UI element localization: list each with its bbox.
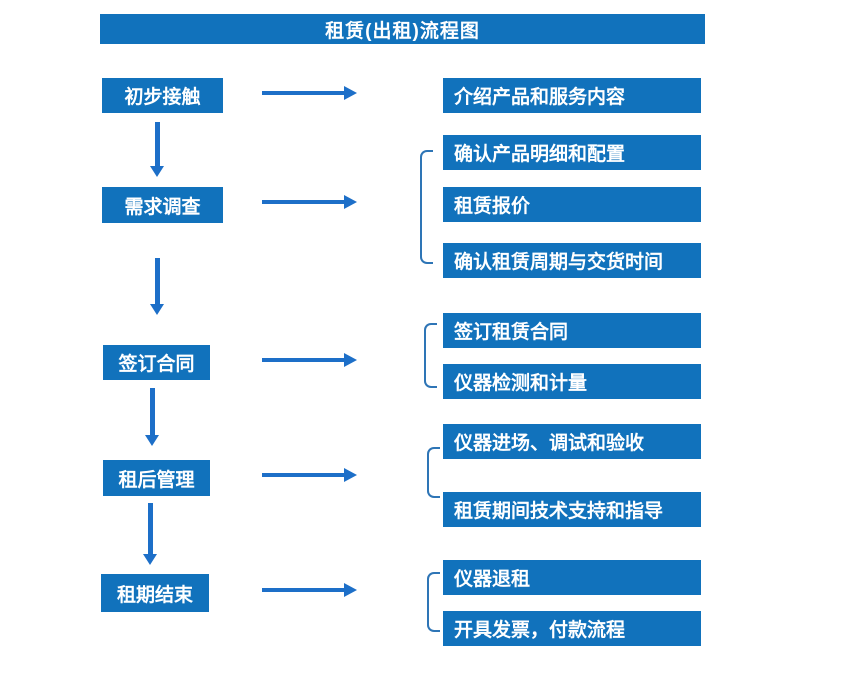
right-arrow-icon-5 [262,583,357,597]
detail-box-instrument-setup: 仪器进场、调试和验收 [443,424,701,459]
detail-box-instrument-return: 仪器退租 [443,560,701,595]
step-box-initial-contact: 初步接触 [102,78,223,113]
detail-box-confirm-config: 确认产品明细和配置 [443,135,701,170]
step-box-post-rental: 租后管理 [103,460,210,496]
flowchart-title: 租赁(出租)流程图 [100,14,705,44]
down-arrow-icon-2 [150,258,164,315]
detail-box-intro-products: 介绍产品和服务内容 [443,78,701,113]
right-arrow-icon-3 [262,353,357,367]
detail-box-invoice-payment: 开具发票，付款流程 [443,611,701,646]
down-arrow-icon-1 [150,122,164,177]
step-box-rental-end: 租期结束 [101,574,209,612]
right-arrow-icon-1 [262,86,357,100]
down-arrow-icon-3 [145,388,159,446]
down-arrow-icon-4 [143,503,157,565]
detail-box-rental-quote: 租赁报价 [443,187,701,222]
bracket-icon-group-4 [427,447,440,498]
step-box-demand-survey: 需求调查 [102,187,223,223]
bracket-icon-group-5 [427,572,440,632]
detail-box-confirm-period: 确认租赁周期与交货时间 [443,243,701,278]
detail-box-instrument-testing: 仪器检测和计量 [443,364,701,399]
right-arrow-icon-4 [262,468,357,482]
bracket-icon-group-2 [420,150,433,264]
step-box-sign-contract: 签订合同 [103,345,210,380]
bracket-icon-group-3 [424,323,437,388]
detail-box-tech-support: 租赁期间技术支持和指导 [443,492,701,527]
detail-box-sign-rental-contract: 签订租赁合同 [443,313,701,348]
right-arrow-icon-2 [262,195,357,209]
